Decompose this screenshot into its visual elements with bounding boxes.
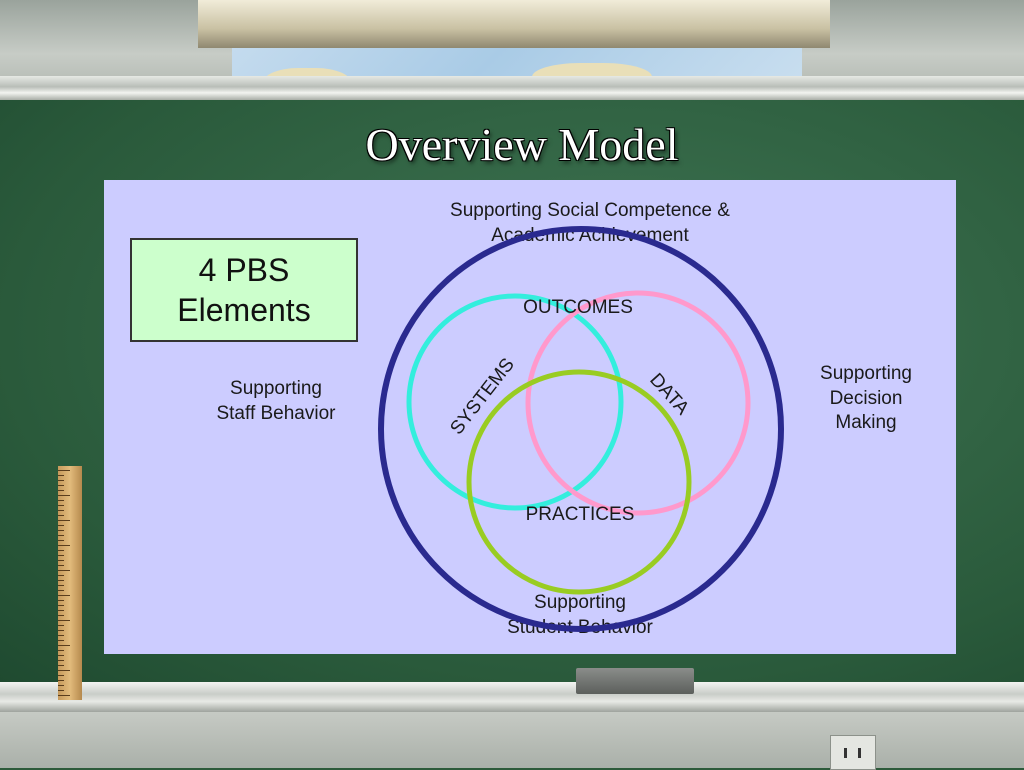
right-label-line-3: Making — [835, 412, 897, 434]
top-label-line-1: Supporting Social Competence & — [450, 200, 730, 221]
slide-title: Overview Model — [365, 119, 679, 170]
eraser — [576, 668, 694, 694]
right-label-line-2: Decision — [829, 387, 903, 409]
outer-circle — [378, 226, 784, 632]
right-label-line-1: Supporting — [820, 363, 912, 384]
practices-circle — [466, 369, 692, 595]
practices-label: PRACTICES — [526, 504, 635, 525]
ruler — [58, 466, 82, 700]
systems-circle — [406, 293, 624, 511]
map-roller — [198, 0, 830, 48]
left-label: Supporting Staff Behavior — [178, 377, 374, 426]
data-label: DATA — [645, 370, 693, 420]
left-label-line-2: Staff Behavior — [216, 402, 336, 424]
bottom-label-line-1: Supporting — [534, 592, 626, 613]
box-label-line-2: Elements — [177, 292, 311, 328]
data-circle — [525, 290, 751, 516]
left-label-line-1: Supporting — [230, 378, 322, 399]
box-label-line-1: 4 PBS — [198, 252, 290, 288]
right-label: Supporting Decision Making — [788, 362, 944, 436]
outcomes-label: OUTCOMES — [523, 297, 633, 318]
board-frame-top — [0, 76, 1024, 100]
pbs-elements-box: 4 PBS Elements — [130, 238, 358, 342]
wall-outlet — [830, 735, 876, 770]
chalk-tray — [0, 682, 1024, 712]
